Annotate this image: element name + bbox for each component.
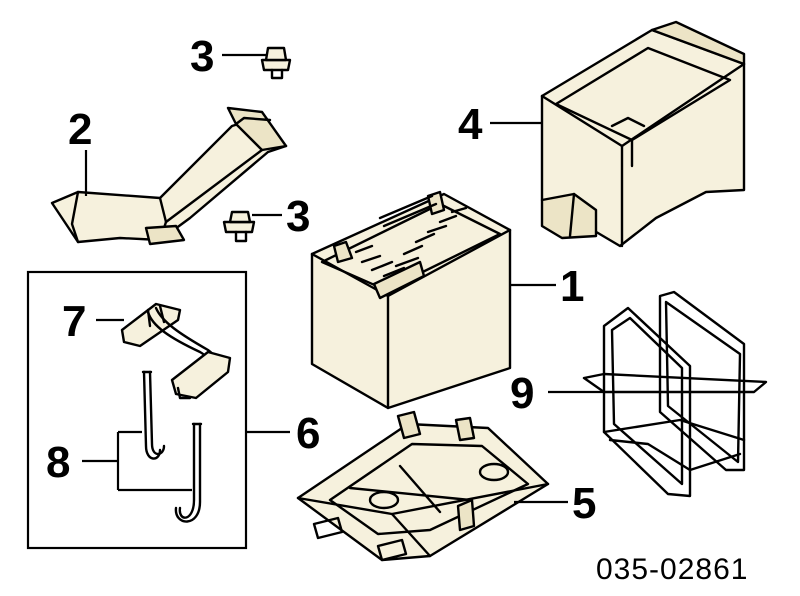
callout-4: 4 (458, 100, 483, 149)
battery-duct-part-2 (50, 106, 288, 246)
part-number: 035-02861 (596, 553, 748, 586)
callout-3-upper: 3 (190, 32, 214, 81)
callout-6: 6 (296, 409, 320, 458)
j-bolts-part-8 (141, 370, 203, 523)
clip-part-3-upper (260, 46, 292, 80)
callout-2: 2 (68, 105, 92, 154)
leader-8 (82, 430, 192, 492)
callout-8: 8 (46, 438, 70, 487)
callout-3-lower: 3 (286, 192, 310, 241)
callout-1: 1 (560, 262, 584, 311)
clip-part-3-lower (222, 210, 256, 243)
battery-tray-part-5 (296, 410, 550, 562)
callout-5: 5 (572, 479, 596, 528)
clamp-part-7 (120, 302, 232, 400)
hold-down-frame-part-9 (582, 290, 768, 498)
callout-7: 7 (62, 297, 86, 346)
battery-cover-part-4 (540, 20, 746, 248)
battery-part-1 (310, 190, 512, 410)
kit-box-part-6 (26, 270, 248, 550)
callout-9: 9 (510, 369, 534, 418)
